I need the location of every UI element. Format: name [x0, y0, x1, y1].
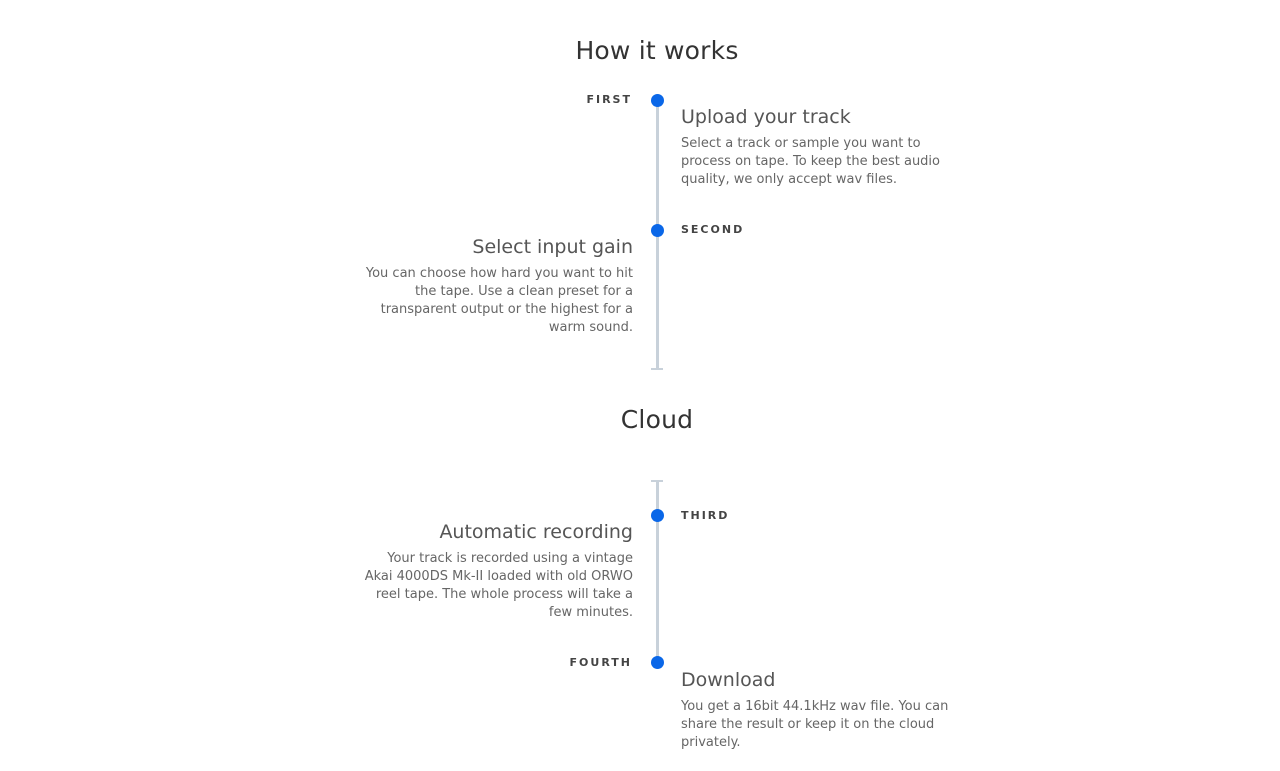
step-3-dot: [650, 509, 664, 522]
timeline-end-cap-1: [651, 368, 663, 370]
step-4-title: Download: [681, 669, 776, 691]
step-2-content: Select input gain You can choose how har…: [361, 235, 633, 337]
step-4-description: You get a 16bit 44.1kHz wav file. You ca…: [681, 699, 949, 750]
step-3-label: THIRD: [681, 509, 730, 522]
step-2-dot: [650, 224, 664, 237]
section-title-how-it-works: How it works: [575, 36, 739, 65]
step-1-content: Upload your track Select a track or samp…: [681, 105, 953, 189]
section-title-cloud: Cloud: [620, 405, 694, 434]
step-4-content: Download You get a 16bit 44.1kHz wav fil…: [681, 668, 953, 752]
step-1-label: FIRST: [586, 93, 632, 106]
step-4-dot: [650, 656, 664, 669]
step-1-dot: [650, 94, 664, 107]
step-3-content: Automatic recording Your track is record…: [361, 520, 633, 622]
step-3-description: Your track is recorded using a vintage A…: [364, 551, 633, 620]
step-3-title: Automatic recording: [439, 521, 633, 543]
step-2-label: SECOND: [681, 223, 745, 236]
timeline-line-2: [655, 481, 659, 663]
step-2-description: You can choose how hard you want to hit …: [365, 266, 633, 335]
step-1-description: Select a track or sample you want to pro…: [681, 136, 940, 187]
step-4-label: FOURTH: [569, 656, 632, 669]
step-2-title: Select input gain: [472, 236, 633, 258]
step-1-title: Upload your track: [681, 106, 851, 128]
